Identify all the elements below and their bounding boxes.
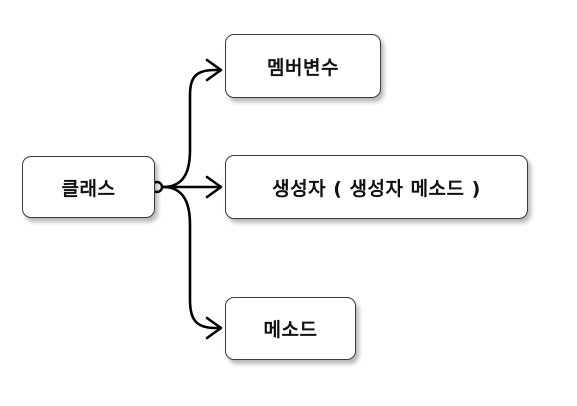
node-class-label: 클래스 [61, 177, 116, 200]
node-method-label: 메소드 [263, 319, 318, 341]
node-class[interactable]: 클래스 [22, 156, 155, 218]
connector-to-member-variables [161, 68, 222, 189]
node-constructor[interactable]: 생성자 ( 생성자 메소드 ) [225, 155, 528, 219]
connector-to-method [161, 185, 222, 330]
arrowhead-member-variables [205, 58, 223, 82]
arrowhead-method [205, 316, 223, 340]
arrowhead-constructor [205, 175, 223, 199]
node-constructor-label: 생성자 ( 생성자 메소드 ) [272, 177, 481, 200]
node-member-variables-label: 멤버변수 [267, 56, 339, 79]
node-member-variables[interactable]: 멤버변수 [225, 34, 381, 98]
node-method[interactable]: 메소드 [225, 297, 356, 360]
